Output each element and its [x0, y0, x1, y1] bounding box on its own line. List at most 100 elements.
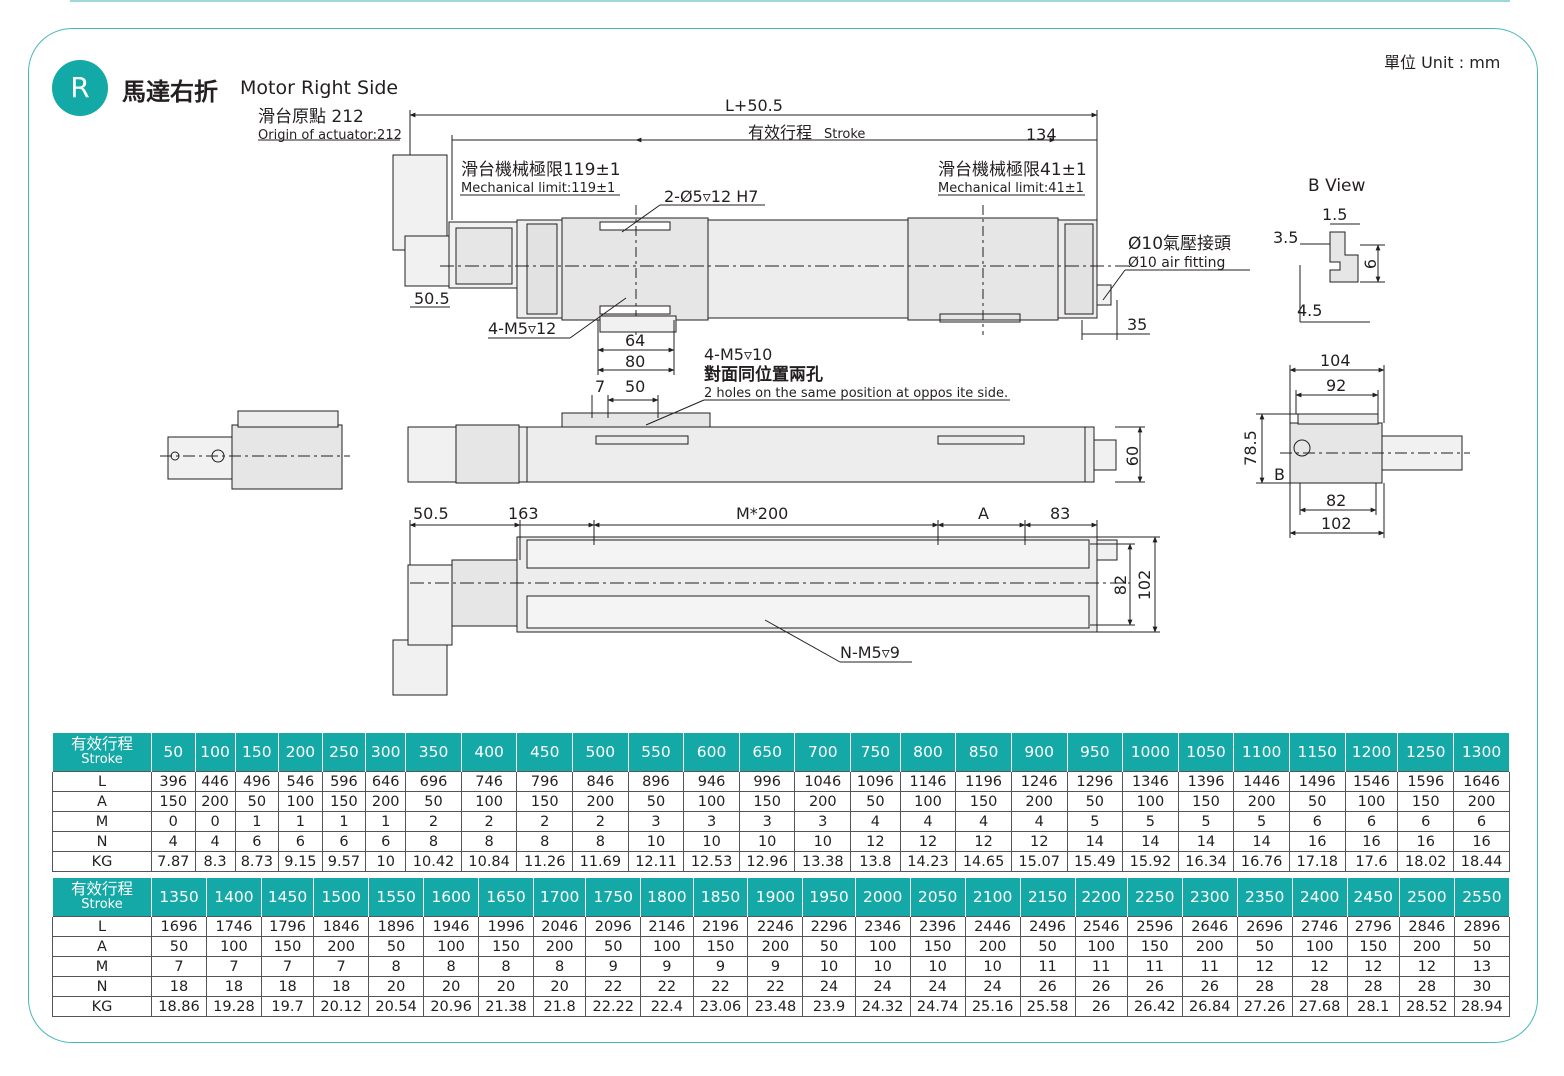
table-cell: 12.11: [627, 851, 685, 872]
table-cell: 9.15: [278, 851, 323, 872]
stroke-value: 2100: [964, 878, 1021, 917]
table-cell: 2796: [1346, 916, 1400, 937]
table-cell: 50: [627, 791, 685, 812]
table-cell: 1896: [368, 916, 425, 937]
table-cell: 10: [794, 831, 852, 852]
row-label: L: [52, 916, 152, 937]
table-cell: 5: [1066, 811, 1124, 832]
table-cell: 8: [460, 831, 518, 852]
table-cell: 20.54: [368, 996, 425, 1017]
table-cell: 9: [747, 956, 804, 977]
row-label: M: [52, 811, 152, 832]
opposite-holes-en: 2 holes on the same position at oppos it…: [704, 386, 1008, 401]
table-cell: 26: [1181, 976, 1238, 997]
end-82: 82: [1326, 491, 1346, 510]
table-cell: 10: [627, 831, 685, 852]
dim-total-length: L+50.5: [725, 96, 783, 115]
table-cell: 100: [1122, 791, 1179, 812]
content-frame: [28, 28, 1538, 1043]
table-cell: 16.76: [1233, 851, 1290, 872]
table-cell: 24: [802, 976, 856, 997]
end-92: 92: [1326, 376, 1346, 395]
dim-60: 60: [1123, 446, 1142, 466]
table-cell: 8: [368, 956, 425, 977]
table-cell: 10: [854, 956, 911, 977]
table-cell: 4: [955, 811, 1012, 832]
table-cell: 150: [516, 791, 574, 812]
table-cell: 2296: [802, 916, 856, 937]
table-cell: 28: [1398, 976, 1455, 997]
table-cell: 200: [365, 791, 407, 812]
table-cell: 396: [151, 771, 196, 792]
n-m5-9-callout: N-M5▿9: [840, 643, 900, 662]
section-badge: R: [52, 60, 108, 116]
table-cell: 16: [1288, 831, 1346, 852]
row-label: N: [52, 976, 152, 997]
row-label: KG: [52, 996, 152, 1017]
table-cell: 26: [1019, 976, 1076, 997]
table-cell: 12: [850, 831, 901, 852]
table-cell: 50: [1066, 791, 1124, 812]
table-cell: 12: [1346, 956, 1400, 977]
table-cell: 24.32: [854, 996, 911, 1017]
pin-hole-callout: 2-Ø5▿12 H7: [664, 187, 758, 206]
table-cell: 8: [532, 956, 587, 977]
dim-163: 163: [508, 504, 539, 523]
row-label: L: [52, 771, 152, 792]
table-cell: 8: [405, 831, 462, 852]
air-fitting-en: Ø10 air fitting: [1128, 255, 1225, 271]
stroke-value: 1200: [1344, 733, 1399, 772]
table-cell: 12.53: [683, 851, 740, 872]
table-cell: 6: [278, 831, 323, 852]
stroke-value: 2350: [1236, 878, 1293, 917]
table-cell: 28: [1236, 976, 1293, 997]
table-cell: 2496: [1019, 916, 1076, 937]
stroke-value: 2250: [1126, 878, 1183, 917]
table-cell: 15.07: [1010, 851, 1068, 872]
mech-limit-left-zh: 滑台機械極限119±1: [461, 160, 621, 180]
table-cell: 19.7: [260, 996, 315, 1017]
table-cell: 15.92: [1122, 851, 1179, 872]
stroke-value: 600: [683, 733, 740, 772]
table-cell: 26.84: [1181, 996, 1238, 1017]
stroke-label-zh: 有效行程: [70, 735, 133, 753]
stroke-value: 350: [405, 733, 462, 772]
table-cell: 11: [1019, 956, 1076, 977]
table-cell: 13: [1453, 956, 1511, 977]
dim-50-5-bottom: 50.5: [413, 504, 449, 523]
table-cell: 150: [909, 936, 966, 957]
stroke-label-en: Stroke: [81, 752, 123, 767]
table-cell: 150: [478, 936, 534, 957]
b-view-6: 6: [1361, 259, 1380, 269]
table-cell: 4: [1010, 811, 1068, 832]
table-cell: 746: [460, 771, 518, 792]
table-cell: 200: [1181, 936, 1238, 957]
table-cell: 996: [738, 771, 796, 792]
table-cell: 7: [313, 956, 370, 977]
table-cell: 11.69: [572, 851, 629, 872]
stroke-value: 850: [955, 733, 1012, 772]
opposite-holes-zh: 對面同位置兩孔: [704, 364, 823, 385]
table-cell: 7: [151, 956, 207, 977]
table-cell: 2: [460, 811, 518, 832]
table-cell: 23.9: [802, 996, 856, 1017]
table-cell: 8: [516, 831, 574, 852]
table-cell: 14.65: [955, 851, 1012, 872]
table-cell: 2346: [854, 916, 911, 937]
table-cell: 27.26: [1236, 996, 1293, 1017]
stroke-value: 1900: [747, 878, 804, 917]
table-cell: 25.16: [964, 996, 1021, 1017]
table-cell: 50: [151, 936, 207, 957]
table-cell: 27.68: [1291, 996, 1348, 1017]
stroke-value: 100: [194, 733, 236, 772]
stroke-value: 1000: [1122, 733, 1179, 772]
table-cell: 14: [1066, 831, 1124, 852]
stroke-value: 400: [460, 733, 518, 772]
right-end-view: [1280, 413, 1470, 484]
table-cell: 2096: [585, 916, 642, 937]
mech-limit-right-zh: 滑台機械極限41±1: [938, 160, 1087, 180]
